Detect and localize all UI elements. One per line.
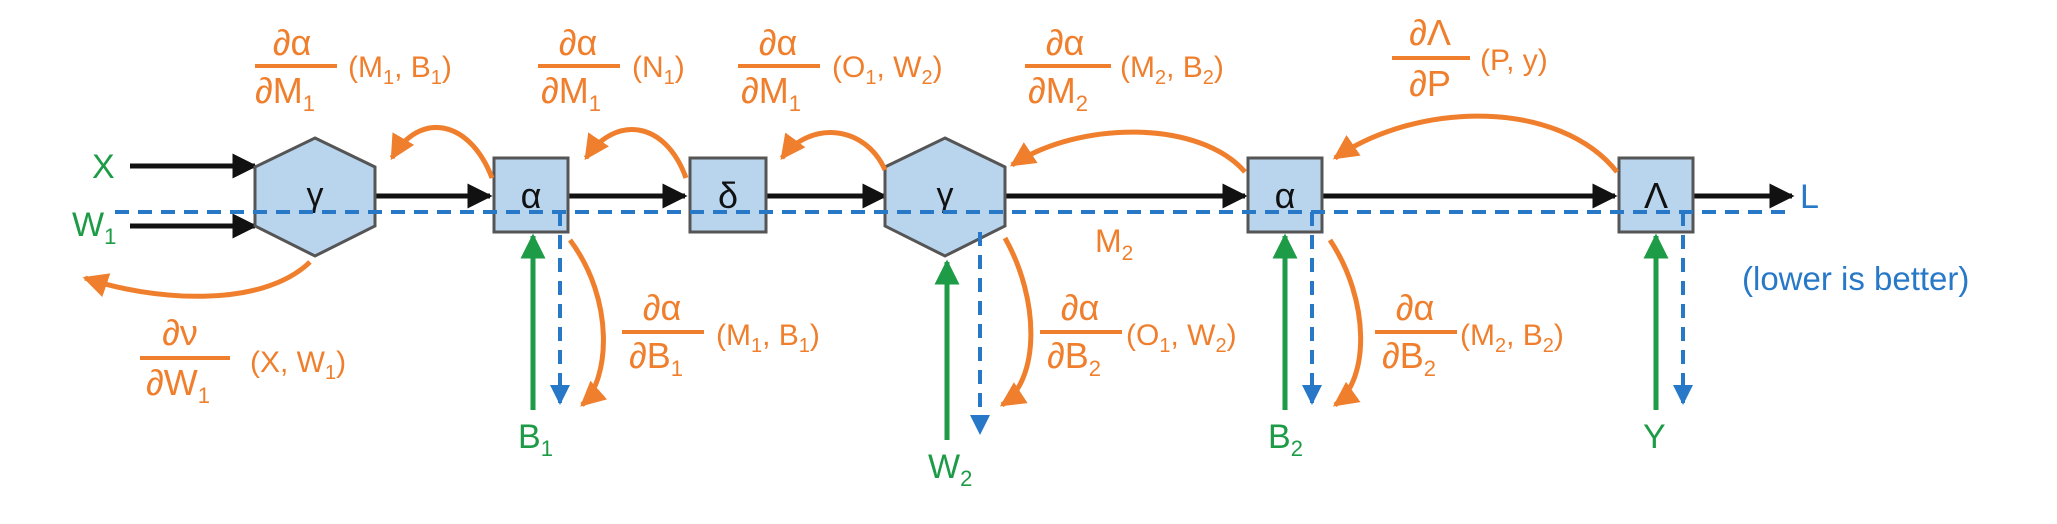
grad-args: (O1, W2) — [1126, 319, 1237, 357]
gamma1-node — [253, 136, 377, 258]
grad-numerator: ∂ν — [162, 312, 198, 353]
grad-arrow-alpha2-to-b2 — [1327, 238, 1364, 408]
grad-arrow-gamma2-to-delta — [779, 130, 888, 172]
grad-numerator: ∂α — [273, 22, 312, 63]
grad-args: (M1, B1) — [716, 319, 820, 357]
gamma2-label: γ — [937, 176, 954, 214]
grad-label-nu-w1: ∂ν ∂W1 (X, W1) — [140, 312, 346, 408]
label-b2: B2 — [1268, 418, 1303, 461]
grad-denominator: ∂B1 — [629, 335, 683, 381]
label-w2: W2 — [928, 448, 972, 491]
grad-denominator: ∂P — [1409, 63, 1451, 104]
grad-numerator: ∂α — [1046, 22, 1085, 63]
label-y: Y — [1643, 418, 1666, 456]
grad-label-alpha-b1: ∂α ∂B1 (M1, B1) — [622, 287, 820, 381]
delta-node — [688, 156, 768, 234]
grad-numerator: ∂α — [1061, 287, 1100, 328]
grad-args: (X, W1) — [250, 346, 346, 384]
grad-arrow-gamma2-to-w2 — [999, 236, 1034, 408]
label-w1: W1 — [72, 206, 116, 249]
grad-args: (M2, B2) — [1460, 319, 1564, 357]
gradient-arrows — [82, 113, 1619, 408]
grad-numerator: ∂Λ — [1409, 12, 1451, 53]
grad-arrow-alpha1-to-gamma1 — [389, 125, 495, 179]
grad-denominator: ∂M1 — [741, 70, 801, 116]
delta-label: δ — [718, 175, 738, 216]
grad-args: (N1) — [632, 51, 685, 89]
grad-numerator: ∂α — [643, 287, 682, 328]
label-x: X — [92, 148, 115, 186]
input-labels: X W1 B1 W2 B2 Y — [72, 148, 1666, 491]
alpha1-label: α — [521, 175, 542, 216]
grad-label-alpha-m2-m2b2: ∂α ∂M2 (M2, B2) — [1025, 22, 1224, 116]
grad-numerator: ∂α — [1396, 287, 1435, 328]
grad-label-alpha-b2-o1w2: ∂α ∂B2 (O1, W2) — [1040, 287, 1237, 381]
nodes: γ α δ γ α Λ — [253, 136, 1695, 258]
grad-denominator: ∂W1 — [146, 362, 210, 408]
grad-numerator: ∂α — [759, 22, 798, 63]
forward-arrows — [130, 153, 1795, 239]
grad-denominator: ∂M2 — [1028, 70, 1088, 116]
label-b1: B1 — [518, 418, 553, 461]
grad-denominator: ∂B2 — [1047, 335, 1101, 381]
alpha2-label: α — [1275, 175, 1296, 216]
grad-label-alpha-b2-m2b2: ∂α ∂B2 (M2, B2) — [1375, 287, 1564, 381]
grad-denominator: ∂M1 — [541, 70, 601, 116]
grad-args: (M2, B2) — [1120, 51, 1224, 89]
gamma1-label: γ — [307, 176, 324, 214]
lambda-node — [1617, 156, 1695, 234]
grad-args: (O1, W2) — [832, 51, 943, 89]
loss-path — [115, 210, 1785, 435]
grad-denominator: ∂M1 — [255, 70, 315, 116]
lambda-label: Λ — [1644, 175, 1668, 216]
grad-label-lambda-p: ∂Λ ∂P (P, y) — [1392, 12, 1548, 104]
grad-arrow-lambda-to-alpha2 — [1332, 113, 1619, 174]
alpha1-node — [492, 156, 570, 234]
grad-numerator: ∂α — [559, 22, 598, 63]
output-labels: M2 L (lower is better) — [1095, 178, 1969, 297]
grad-args: (M1, B1) — [348, 51, 452, 89]
label-l: L — [1800, 178, 1819, 216]
label-lower-is-better: (lower is better) — [1742, 260, 1969, 297]
grad-arrow-gamma1-to-w1 — [82, 260, 312, 299]
grad-label-alpha-m1-o1w2: ∂α ∂M1 (O1, W2) — [738, 22, 943, 116]
grad-label-alpha-m1-n1: ∂α ∂M1 (N1) — [538, 22, 685, 116]
alpha2-node — [1246, 156, 1324, 234]
grad-label-alpha-m1-m1b1: ∂α ∂M1 (M1, B1) — [255, 22, 452, 116]
grad-arrow-delta-to-alpha1 — [583, 127, 689, 179]
grad-args: (P, y) — [1480, 44, 1548, 77]
grad-arrow-alpha2-to-gamma2 — [1009, 129, 1247, 174]
input-arrows — [520, 233, 1669, 440]
label-m2: M2 — [1095, 223, 1133, 265]
grad-arrow-alpha1-to-b1 — [567, 238, 608, 407]
gradient-labels: ∂α ∂M1 (M1, B1) ∂α ∂M1 (N1) ∂α ∂M1 (O1, … — [140, 12, 1564, 408]
grad-denominator: ∂B2 — [1382, 335, 1436, 381]
